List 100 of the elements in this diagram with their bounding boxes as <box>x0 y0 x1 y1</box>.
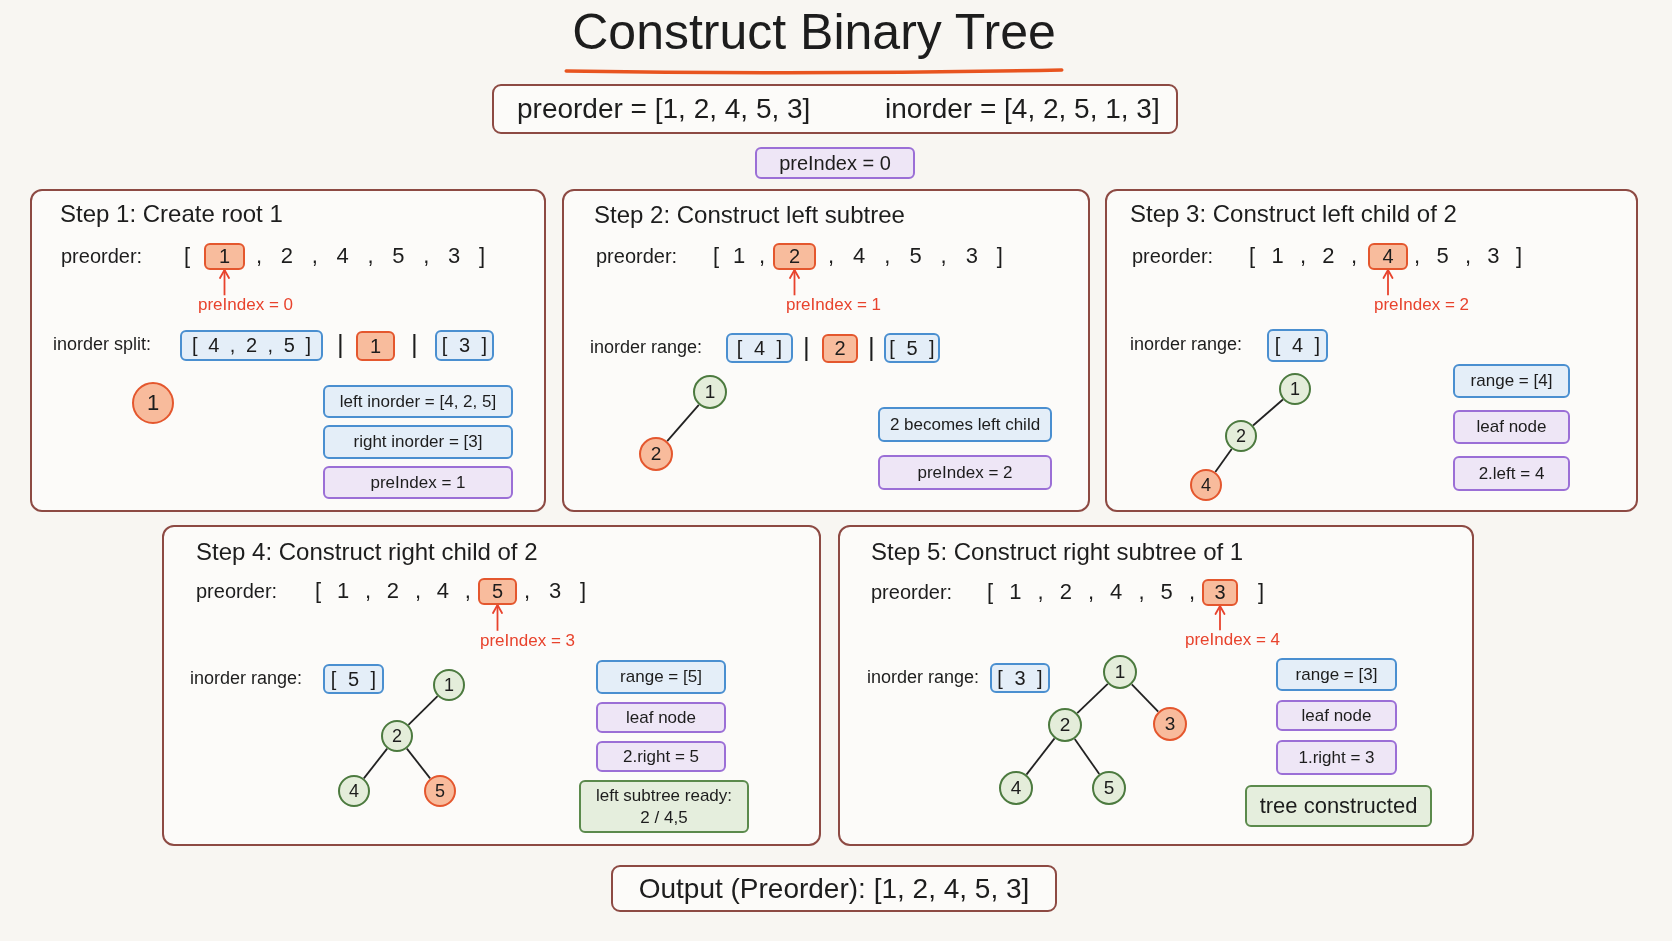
row-label: inorder range: <box>867 667 980 689</box>
info-box: right inorder = [3] <box>323 425 513 459</box>
info-box: 2.left = 4 <box>1453 456 1570 491</box>
step-heading: Step 3: Construct left child of 2 <box>1130 199 1457 229</box>
step-panel <box>562 189 1090 512</box>
tree-edge <box>1252 398 1284 427</box>
title-text: Construct Binary Tree <box>572 4 1056 62</box>
range-box: [ 4 , 2 , 5 ] <box>180 330 323 361</box>
tree-node-circle: 2 <box>639 437 673 471</box>
tree-edge <box>1076 682 1109 715</box>
separator-mark: | <box>337 329 344 361</box>
tree-node-circle: 2 <box>1225 420 1257 452</box>
step-panel <box>30 189 546 512</box>
array-text: , 4 , 5 , 3 ] <box>828 242 1003 270</box>
info-box: 2.right = 5 <box>596 741 726 772</box>
range-box: [ 5 ] <box>884 333 940 363</box>
array-text: [ 1 , 2 , 4 , <box>315 577 471 605</box>
tree-node-circle: 1 <box>132 382 174 424</box>
tree-node-circle: 2 <box>1048 708 1082 742</box>
step-heading: Step 1: Create root 1 <box>60 199 283 229</box>
root-cell: 1 <box>356 331 395 361</box>
tree-edge <box>1130 683 1160 713</box>
pointer-label: preIndex = 2 <box>1374 295 1469 316</box>
info-box: preIndex = 2 <box>878 455 1052 490</box>
arrow <box>1214 605 1226 632</box>
row-label: preorder: <box>61 244 143 268</box>
step-heading: Step 2: Construct left subtree <box>594 200 905 230</box>
step-panel <box>838 525 1474 846</box>
info-box: leaf node <box>1453 410 1570 444</box>
range-box: [ 3 ] <box>990 663 1050 693</box>
range-box: [ 4 ] <box>726 333 793 363</box>
array-text: [ <box>184 242 191 270</box>
info-box: range = [4] <box>1453 364 1570 398</box>
info-box: left inorder = [4, 2, 5] <box>323 385 513 418</box>
tree-edge <box>1025 737 1056 776</box>
row-label: inorder split: <box>53 334 152 356</box>
row-label: preorder: <box>871 580 953 604</box>
info-box: leaf node <box>1276 700 1397 731</box>
tree-edge <box>405 747 432 780</box>
array-text: [ 1 , <box>713 242 765 270</box>
tree-node-circle: 4 <box>1190 469 1222 501</box>
range-box: [ 3 ] <box>435 330 494 361</box>
array-text: ] <box>1258 578 1265 606</box>
row-label: inorder range: <box>1130 334 1243 356</box>
separator-mark: | <box>868 332 875 364</box>
highlighted-cell: 3 <box>1202 579 1238 606</box>
pointer-label: preIndex = 4 <box>1185 630 1280 651</box>
status-box: tree constructed <box>1245 785 1432 827</box>
pointer-label: preIndex = 0 <box>198 295 293 316</box>
range-box: [ 4 ] <box>1267 329 1328 362</box>
separator-mark: | <box>411 329 418 361</box>
row-label: inorder range: <box>590 337 703 359</box>
tree-edge <box>362 747 389 780</box>
info-box: range = [3] <box>1276 658 1397 691</box>
separator-mark: | <box>803 332 810 364</box>
step-heading: Step 4: Construct right child of 2 <box>196 537 538 567</box>
arrow <box>1382 269 1394 297</box>
tree-node-circle: 1 <box>1103 655 1137 689</box>
array-text: , 5 , 3 ] <box>1414 242 1522 270</box>
tree-node-circle: 3 <box>1153 707 1187 741</box>
arrow <box>492 604 503 632</box>
tree-node-circle: 1 <box>433 669 465 701</box>
tree-node-circle: 5 <box>1092 771 1126 805</box>
index-box: preIndex = 0 <box>755 147 915 179</box>
highlighted-cell: 5 <box>478 578 517 605</box>
array-box <box>492 84 1178 134</box>
info-box: preIndex = 1 <box>323 466 513 499</box>
array-text: inorder = [4, 2, 5, 1, 3] <box>885 92 1160 126</box>
tree-edge <box>1214 448 1233 473</box>
tree-edge <box>407 695 439 726</box>
tree-node-circle: 5 <box>424 775 456 807</box>
array-text: , 3 ] <box>524 577 586 605</box>
highlighted-cell: 2 <box>773 243 816 270</box>
info-box: 2 becomes left child <box>878 407 1052 442</box>
tree-node-circle: 4 <box>338 775 370 807</box>
row-label: preorder: <box>596 244 678 268</box>
array-text: [ 1 , 2 , 4 , 5 , <box>987 578 1195 606</box>
arrow <box>219 269 230 297</box>
array-text: preorder = [1, 2, 4, 5, 3] <box>517 92 811 126</box>
info-box: leaf node <box>596 702 726 733</box>
range-box: [ 5 ] <box>323 664 384 694</box>
note-text: 2 / 4,5 <box>640 806 688 828</box>
tree-node-circle: 2 <box>381 720 413 752</box>
tree-node-circle: 4 <box>999 771 1033 805</box>
status-box <box>579 780 749 833</box>
tree-node-circle: 1 <box>693 375 727 409</box>
tree-edge <box>666 403 700 443</box>
info-box: range = [5] <box>596 660 726 694</box>
step-panel <box>162 525 821 846</box>
info-box: 1.right = 3 <box>1276 740 1397 775</box>
root-cell: 2 <box>822 334 858 363</box>
output-box: Output (Preorder): [1, 2, 4, 5, 3] <box>611 865 1057 912</box>
arrow <box>789 269 800 297</box>
array-text: , 2 , 4 , 5 , 3 ] <box>256 242 485 270</box>
highlighted-cell: 1 <box>204 243 245 270</box>
pointer-label: preIndex = 3 <box>480 630 575 652</box>
pointer-label: preIndex = 1 <box>786 295 881 316</box>
highlighted-cell: 4 <box>1368 243 1408 270</box>
row-label: preorder: <box>196 579 278 603</box>
step-panel <box>1105 189 1638 512</box>
